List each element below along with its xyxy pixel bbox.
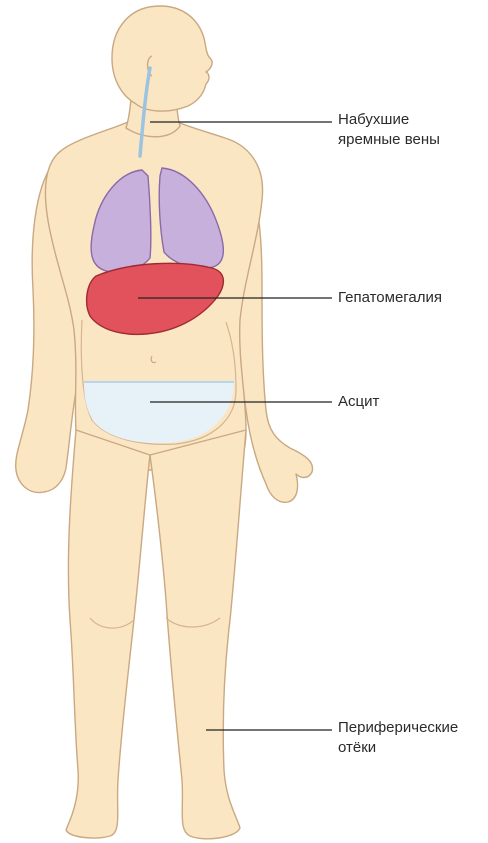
label-jugular-line2: яремные вены	[338, 130, 440, 150]
label-hepatomegaly-line1: Гепатомегалия	[338, 288, 442, 308]
right-leg	[150, 430, 246, 839]
left-leg	[66, 430, 150, 838]
label-edema-line2: отёки	[338, 738, 458, 758]
label-jugular-line1: Набухшие	[338, 110, 440, 130]
head	[112, 6, 212, 111]
label-jugular-veins: Набухшие яремные вены	[338, 110, 440, 150]
label-edema-line1: Периферические	[338, 718, 458, 738]
label-hepatomegaly: Гепатомегалия	[338, 288, 442, 308]
label-peripheral-edema: Периферические отёки	[338, 718, 458, 758]
label-ascites-line1: Асцит	[338, 392, 379, 412]
label-ascites: Асцит	[338, 392, 379, 412]
